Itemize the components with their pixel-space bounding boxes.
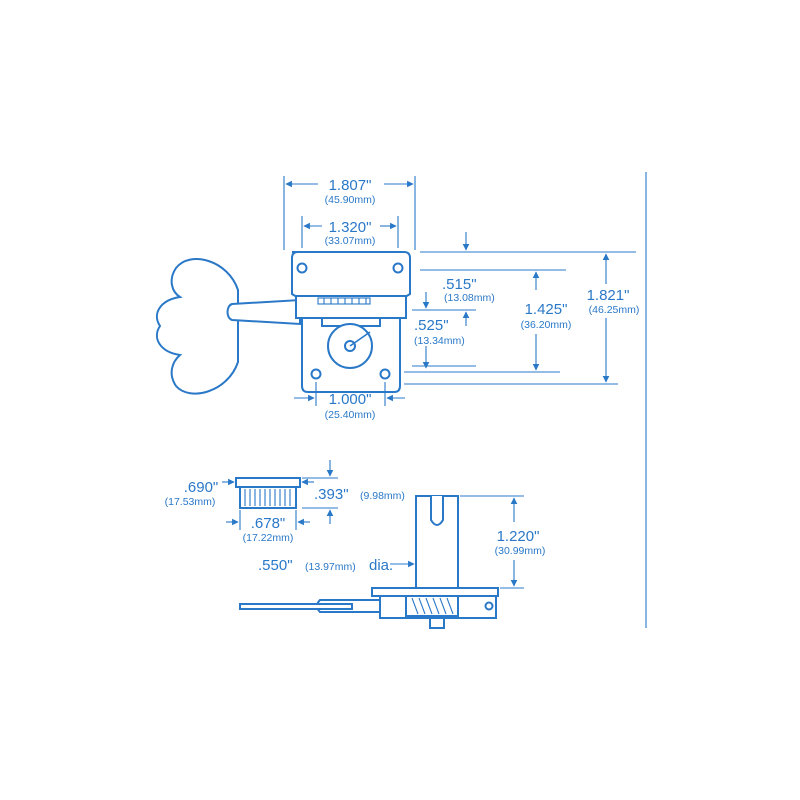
dim-1425-main: 1.425" bbox=[525, 301, 568, 318]
mounting-hole-top-right bbox=[392, 262, 404, 274]
dim-1000-main: 1.000" bbox=[329, 391, 372, 408]
side-baseplate bbox=[371, 587, 499, 597]
worm-gear-teeth bbox=[317, 297, 371, 305]
dim-1821-main: 1.821" bbox=[587, 287, 630, 304]
bushing-flange bbox=[235, 477, 301, 488]
top-view: 1.807" (45.90mm) 1.320" (33.07mm) .515" … bbox=[155, 176, 640, 421]
dim-515-sub: (13.08mm) bbox=[444, 292, 495, 304]
dim-393-main: .393" bbox=[314, 486, 349, 503]
bushing-view: .690" (17.53mm) .678" (17.22mm) .393" (9… bbox=[165, 460, 405, 544]
side-view: .550" (13.97mm) dia. 1.220" (30.99mm) bbox=[239, 495, 546, 629]
dim-525-sub: (13.34mm) bbox=[414, 335, 465, 347]
string-post-slot bbox=[349, 331, 371, 347]
gear-housing-bar bbox=[295, 295, 407, 319]
side-key-button bbox=[239, 603, 353, 610]
dim-525-main: .525" bbox=[414, 317, 449, 334]
dim-1807-main: 1.807" bbox=[329, 177, 372, 194]
dim-1000-sub: (25.40mm) bbox=[325, 409, 376, 421]
mounting-hole-bottom-right bbox=[379, 368, 391, 380]
dim-1220-sub: (30.99mm) bbox=[495, 545, 546, 557]
dim-393-sub: (9.98mm) bbox=[360, 490, 405, 502]
dim-515-main: .515" bbox=[442, 276, 477, 293]
dim-1425-sub: (36.20mm) bbox=[521, 319, 572, 331]
side-post-slot bbox=[430, 496, 444, 526]
dim-690-sub: (17.53mm) bbox=[165, 496, 216, 508]
dim-1220-main: 1.220" bbox=[497, 528, 540, 545]
dim-678-main: .678" bbox=[251, 515, 286, 532]
dim-550-main: .550" bbox=[258, 557, 293, 574]
bushing-body bbox=[239, 486, 297, 509]
dim-678-sub: (17.22mm) bbox=[243, 532, 294, 544]
dim-1807-sub: (45.90mm) bbox=[325, 194, 376, 206]
dim-1320-main: 1.320" bbox=[329, 219, 372, 236]
dim-690-main: .690" bbox=[184, 479, 219, 496]
side-screw bbox=[429, 617, 445, 629]
mounting-hole-top-left bbox=[296, 262, 308, 274]
dim-1821-sub: (46.25mm) bbox=[589, 304, 640, 316]
gear-cover-block bbox=[321, 317, 381, 327]
mounting-hole-bottom-left bbox=[310, 368, 322, 380]
dim-1320-sub: (33.07mm) bbox=[325, 235, 376, 247]
tuner-key-shaft bbox=[226, 298, 301, 326]
dim-550-suffix: dia. bbox=[369, 557, 393, 574]
side-mount-hole bbox=[484, 601, 494, 611]
tuner-key-button bbox=[155, 258, 239, 395]
side-gear bbox=[405, 595, 459, 617]
bushing-knurl bbox=[244, 489, 291, 506]
dim-550-sub: (13.97mm) bbox=[305, 561, 356, 573]
